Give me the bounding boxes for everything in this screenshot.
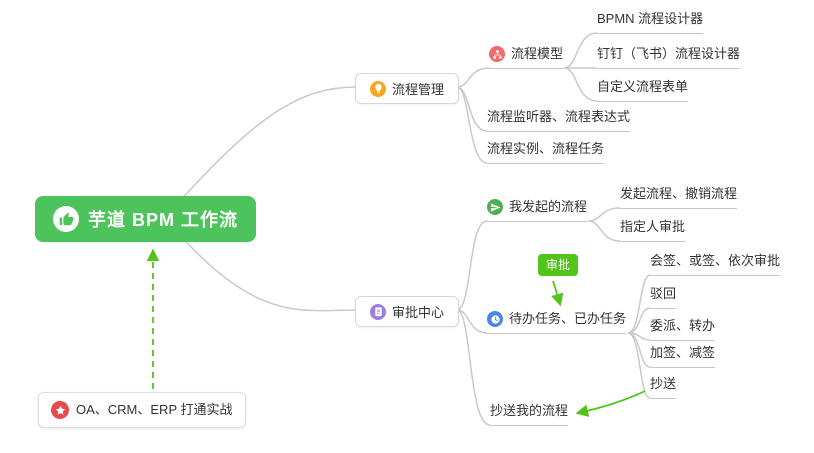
topic-countersign-label: 会签、或签、依次审批 [650, 253, 781, 268]
gray-connectors [164, 32, 651, 426]
lightbulb-icon [370, 80, 386, 97]
topic-add-reduce-sign[interactable]: 加签、减签 [650, 345, 716, 368]
topic-initiate-cancel[interactable]: 发起流程、撤销流程 [620, 186, 738, 209]
star-icon [51, 401, 69, 419]
approval-arrow-badge-label: 审批 [546, 258, 571, 272]
topic-reject-label: 驳回 [650, 286, 677, 301]
topic-assignee-approval[interactable]: 指定人审批 [620, 219, 686, 242]
topic-approval-center[interactable]: 审批中心 [355, 296, 460, 327]
topic-dingtalk-designer-label: 钉钉（飞书）流程设计器 [597, 46, 741, 61]
practice-topic[interactable]: OA、CRM、ERP 打通实战 [38, 392, 246, 428]
topic-initiate-cancel-label: 发起流程、撤销流程 [620, 186, 738, 201]
thumbs-up-icon [53, 206, 79, 232]
root-topic[interactable]: 芋道 BPM 工作流 [35, 196, 257, 242]
green-arrows [146, 248, 646, 417]
clipboard-icon [370, 303, 386, 320]
topic-bpmn-designer-label: BPMN 流程设计器 [597, 11, 704, 26]
clock-icon [487, 311, 503, 327]
topic-custom-form[interactable]: 自定义流程表单 [597, 79, 689, 102]
topic-delegate-transfer[interactable]: 委派、转办 [650, 318, 716, 341]
topic-process-instance-task-label: 流程实例、流程任务 [487, 141, 605, 156]
topic-cc[interactable]: 抄送 [650, 376, 677, 399]
topic-delegate-transfer-label: 委派、转办 [650, 318, 716, 333]
topic-process-model-label: 流程模型 [511, 46, 564, 61]
topic-add-reduce-sign-label: 加签、减签 [650, 345, 716, 360]
topic-process-management-label: 流程管理 [392, 82, 445, 97]
topic-reject[interactable]: 驳回 [650, 286, 677, 309]
topic-todo-done[interactable]: 待办任务、已办任务 [487, 311, 627, 334]
topic-process-listener-expression-label: 流程监听器、流程表达式 [487, 109, 631, 124]
practice-topic-label: OA、CRM、ERP 打通实战 [76, 402, 233, 417]
topic-process-instance-task[interactable]: 流程实例、流程任务 [487, 141, 605, 164]
topic-assignee-approval-label: 指定人审批 [620, 219, 686, 234]
topic-todo-done-label: 待办任务、已办任务 [509, 311, 627, 326]
topic-approval-center-label: 审批中心 [392, 305, 445, 320]
topic-process-management[interactable]: 流程管理 [355, 73, 460, 104]
send-icon [487, 199, 503, 215]
topic-cc-my-process[interactable]: 抄送我的流程 [490, 403, 569, 426]
approval-arrow-badge: 审批 [538, 254, 579, 276]
topic-my-initiated[interactable]: 我发起的流程 [487, 199, 588, 222]
topic-bpmn-designer[interactable]: BPMN 流程设计器 [597, 11, 704, 34]
topic-cc-my-process-label: 抄送我的流程 [490, 403, 569, 418]
topic-countersign[interactable]: 会签、或签、依次审批 [650, 253, 781, 276]
topic-my-initiated-label: 我发起的流程 [509, 199, 588, 214]
root-topic-label: 芋道 BPM 工作流 [88, 210, 239, 230]
topic-cc-label: 抄送 [650, 376, 677, 391]
topic-process-listener-expression[interactable]: 流程监听器、流程表达式 [487, 109, 631, 132]
topic-custom-form-label: 自定义流程表单 [597, 79, 689, 94]
topic-process-model[interactable]: 流程模型 [489, 46, 564, 69]
flowchart-icon [489, 46, 505, 62]
topic-dingtalk-designer[interactable]: 钉钉（飞书）流程设计器 [597, 46, 741, 69]
